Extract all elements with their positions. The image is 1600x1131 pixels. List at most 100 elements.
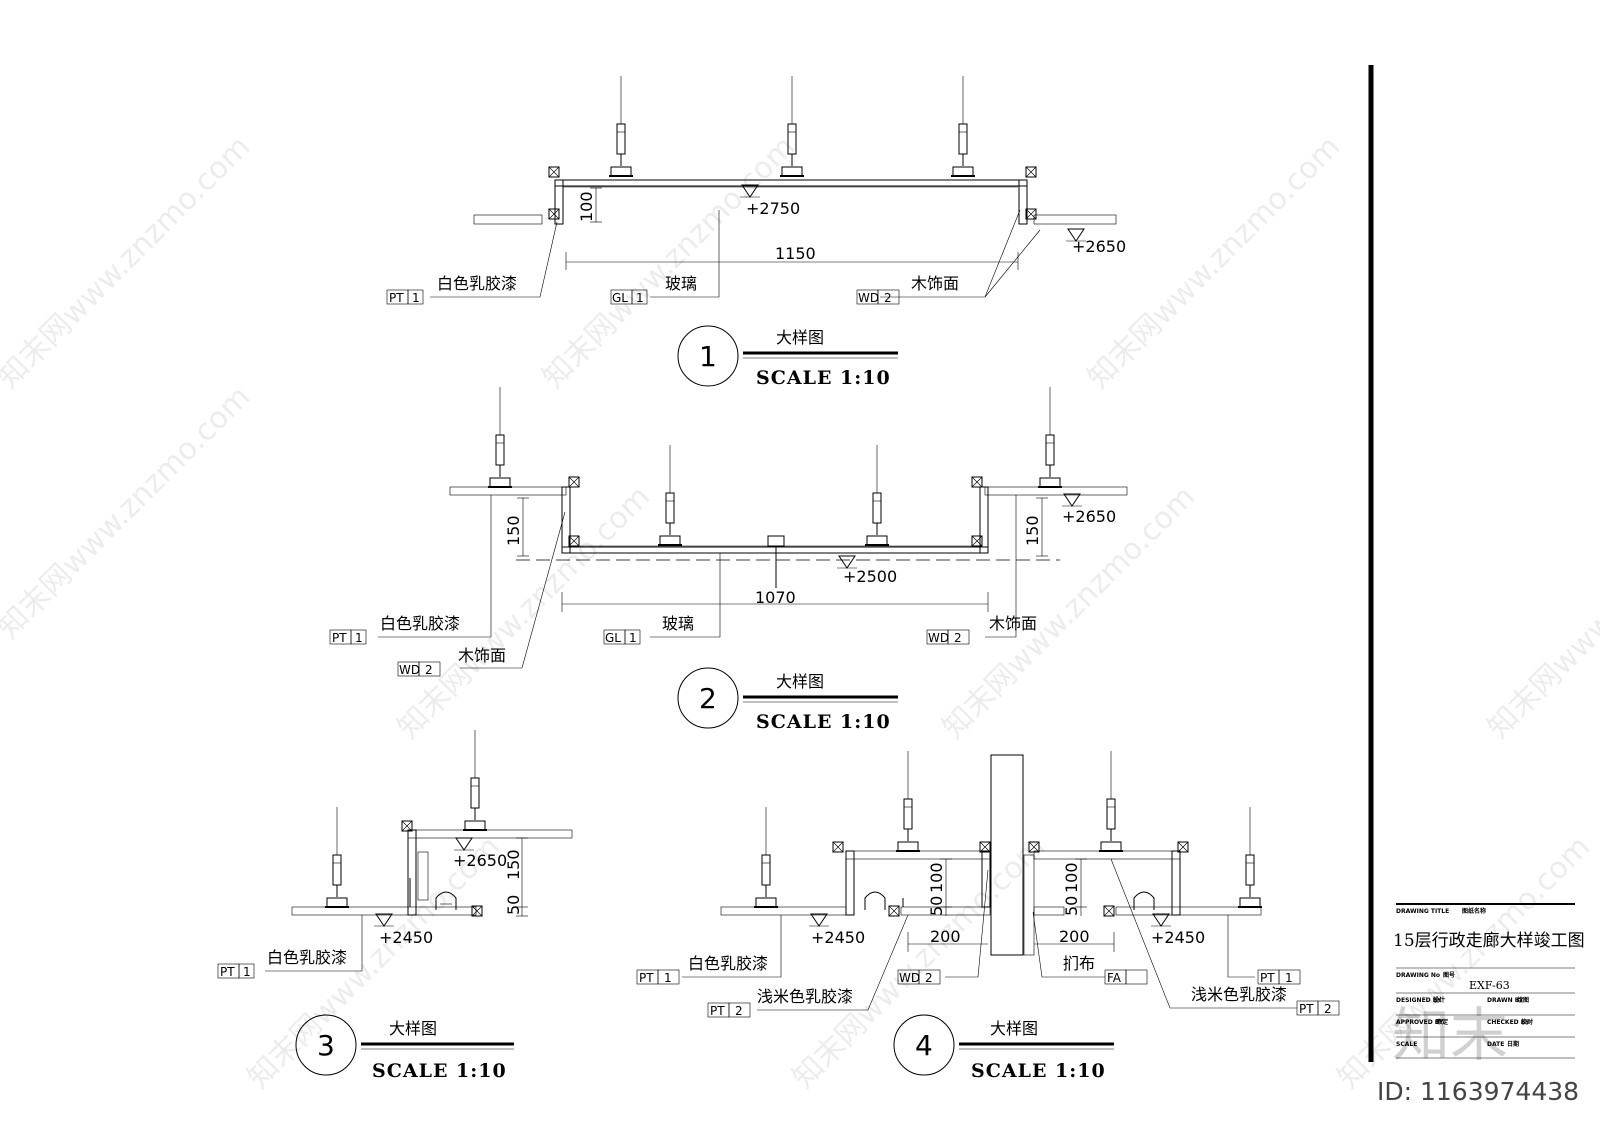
svg-text:DESIGNED BY: DESIGNED BY	[1396, 997, 1442, 1004]
dim-50: 50	[504, 895, 523, 915]
svg-text:200: 200	[930, 927, 961, 946]
recess-wall-right	[1018, 179, 1028, 225]
detail-title-2: 大样图	[776, 672, 824, 691]
detail-bubble-3	[295, 1014, 357, 1076]
svg-text:2: 2	[425, 663, 433, 677]
level-2500: +2500	[843, 567, 897, 586]
svg-text:知末网www.znzmo.com: 知末网www.znzmo.com	[536, 129, 802, 395]
svg-text:1: 1	[664, 971, 672, 985]
svg-text:PT: PT	[1299, 1002, 1314, 1016]
svg-text:PT: PT	[639, 971, 654, 985]
svg-text:GL: GL	[605, 631, 621, 645]
level-2650: +2650	[1072, 237, 1126, 256]
svg-text:知末网www.znzmo.com: 知末网www.znzmo.com	[0, 129, 257, 395]
svg-text:CHECKED BY: CHECKED BY	[1487, 1019, 1530, 1026]
label-glass: 玻璃	[665, 274, 697, 293]
svg-text:图纸名称: 图纸名称	[1462, 907, 1486, 915]
svg-text:设计: 设计	[1433, 996, 1445, 1004]
ceiling-board	[554, 179, 1028, 187]
svg-text:PT: PT	[332, 631, 347, 645]
watermark-id: ID: 1163974438	[1377, 1077, 1579, 1106]
column	[990, 754, 1024, 956]
svg-text:绘图: 绘图	[1517, 996, 1529, 1004]
svg-text:SCALE: SCALE	[1396, 1041, 1417, 1048]
detail-bubble-4	[893, 1014, 955, 1076]
svg-text:1: 1	[699, 340, 717, 373]
label-wood: 木饰面	[911, 274, 959, 293]
svg-text:1: 1	[636, 291, 644, 305]
detail-title-4: 大样图	[990, 1019, 1038, 1038]
svg-text:1: 1	[412, 291, 420, 305]
svg-text:WD: WD	[399, 663, 420, 677]
svg-text:审定: 审定	[1436, 1018, 1448, 1026]
scale-4: SCALE 1:10	[971, 1060, 1106, 1082]
svg-text:+2450: +2450	[811, 928, 865, 947]
drawing-title: 15层行政走廊大样竣工图	[1393, 931, 1585, 951]
svg-text:浅米色乳胶漆: 浅米色乳胶漆	[757, 987, 853, 1006]
svg-text:DRAWING TITLE: DRAWING TITLE	[1396, 908, 1449, 915]
svg-text:50: 50	[1062, 896, 1081, 916]
svg-text:PT: PT	[389, 291, 404, 305]
svg-text:APPROVED BY: APPROVED BY	[1396, 1019, 1444, 1026]
svg-text:知末网www.znzmo.com: 知末网www.znzmo.com	[391, 479, 657, 745]
dim-150: 150	[504, 849, 523, 880]
slab-left	[473, 214, 543, 225]
svg-text:校对: 校对	[1521, 1018, 1533, 1026]
dim-1150: 1150	[775, 244, 816, 263]
svg-text:4: 4	[915, 1029, 933, 1062]
recess-wall-left	[554, 179, 564, 225]
svg-text:200: 200	[1059, 927, 1090, 946]
svg-text:DATE: DATE	[1487, 1041, 1504, 1048]
svg-text:玻璃: 玻璃	[662, 614, 694, 633]
detail-bubble-2	[677, 667, 739, 729]
svg-text:日期: 日期	[1507, 1040, 1519, 1048]
detail-title-1: 大样图	[776, 328, 824, 347]
level-2450: +2450	[379, 928, 433, 947]
svg-text:WD: WD	[899, 971, 920, 985]
detail-1: 100 1150 +2750 +2650 PT 1 白色乳胶漆 GL 1 玻璃 …	[386, 75, 1126, 389]
svg-text:50: 50	[927, 896, 946, 916]
dim-150-left: 150	[504, 515, 523, 546]
svg-text:图号: 图号	[1443, 971, 1455, 979]
dim-150-right: 150	[1023, 515, 1042, 546]
detail-bubble-1	[677, 325, 739, 387]
svg-text:WD: WD	[858, 291, 879, 305]
svg-text:2: 2	[735, 1004, 743, 1018]
svg-text:知末网www.znzmo.com: 知末网www.znzmo.com	[1481, 479, 1600, 745]
svg-text:2: 2	[699, 682, 717, 715]
watermark: 知末网www.znzmo.com 知末网www.znzmo.com 知末网www…	[0, 129, 1600, 1106]
svg-text:1: 1	[1285, 971, 1293, 985]
detail-title-3: 大样图	[389, 1019, 437, 1038]
scale-1: SCALE 1:10	[756, 367, 891, 389]
svg-text:2: 2	[925, 971, 933, 985]
svg-text:1: 1	[629, 631, 637, 645]
svg-text:白色乳胶漆: 白色乳胶漆	[688, 954, 768, 973]
svg-text:PT: PT	[220, 965, 235, 979]
svg-text:100: 100	[1062, 862, 1081, 893]
svg-text:2: 2	[954, 631, 962, 645]
svg-text:浅米色乳胶漆: 浅米色乳胶漆	[1191, 985, 1287, 1004]
svg-text:木饰面: 木饰面	[458, 646, 506, 665]
detail-3: +2650 +2450 150 50 PT 1 白色乳胶漆 3 大样图 SCAL…	[217, 729, 573, 1082]
svg-text:知末网www.znzmo.com: 知末网www.znzmo.com	[1081, 129, 1347, 395]
svg-text:PT: PT	[710, 1004, 725, 1018]
svg-text:白色乳胶漆: 白色乳胶漆	[267, 948, 347, 967]
svg-text:DRAWING No: DRAWING No	[1396, 972, 1440, 979]
label-paint-white: 白色乳胶漆	[437, 274, 517, 293]
svg-text:FA: FA	[1107, 971, 1122, 985]
watermark-logo: 知末	[1392, 1001, 1508, 1069]
svg-text:白色乳胶漆: 白色乳胶漆	[380, 614, 460, 633]
detail-2: 150 150 1070 +2650 +2500 PT 1 白色乳胶漆 WD 2…	[329, 386, 1128, 733]
svg-text:知末网www.znzmo.com: 知末网www.znzmo.com	[0, 379, 257, 645]
svg-text:PT: PT	[1260, 971, 1275, 985]
level-2750: +2750	[746, 199, 800, 218]
level-2650: +2650	[453, 851, 507, 870]
svg-text:GL: GL	[612, 291, 628, 305]
svg-text:+2450: +2450	[1151, 928, 1205, 947]
svg-text:1: 1	[355, 631, 363, 645]
svg-text:2: 2	[1324, 1002, 1332, 1016]
svg-text:2: 2	[884, 291, 892, 305]
svg-text:WD: WD	[928, 631, 949, 645]
dim-100: 100	[577, 191, 596, 222]
